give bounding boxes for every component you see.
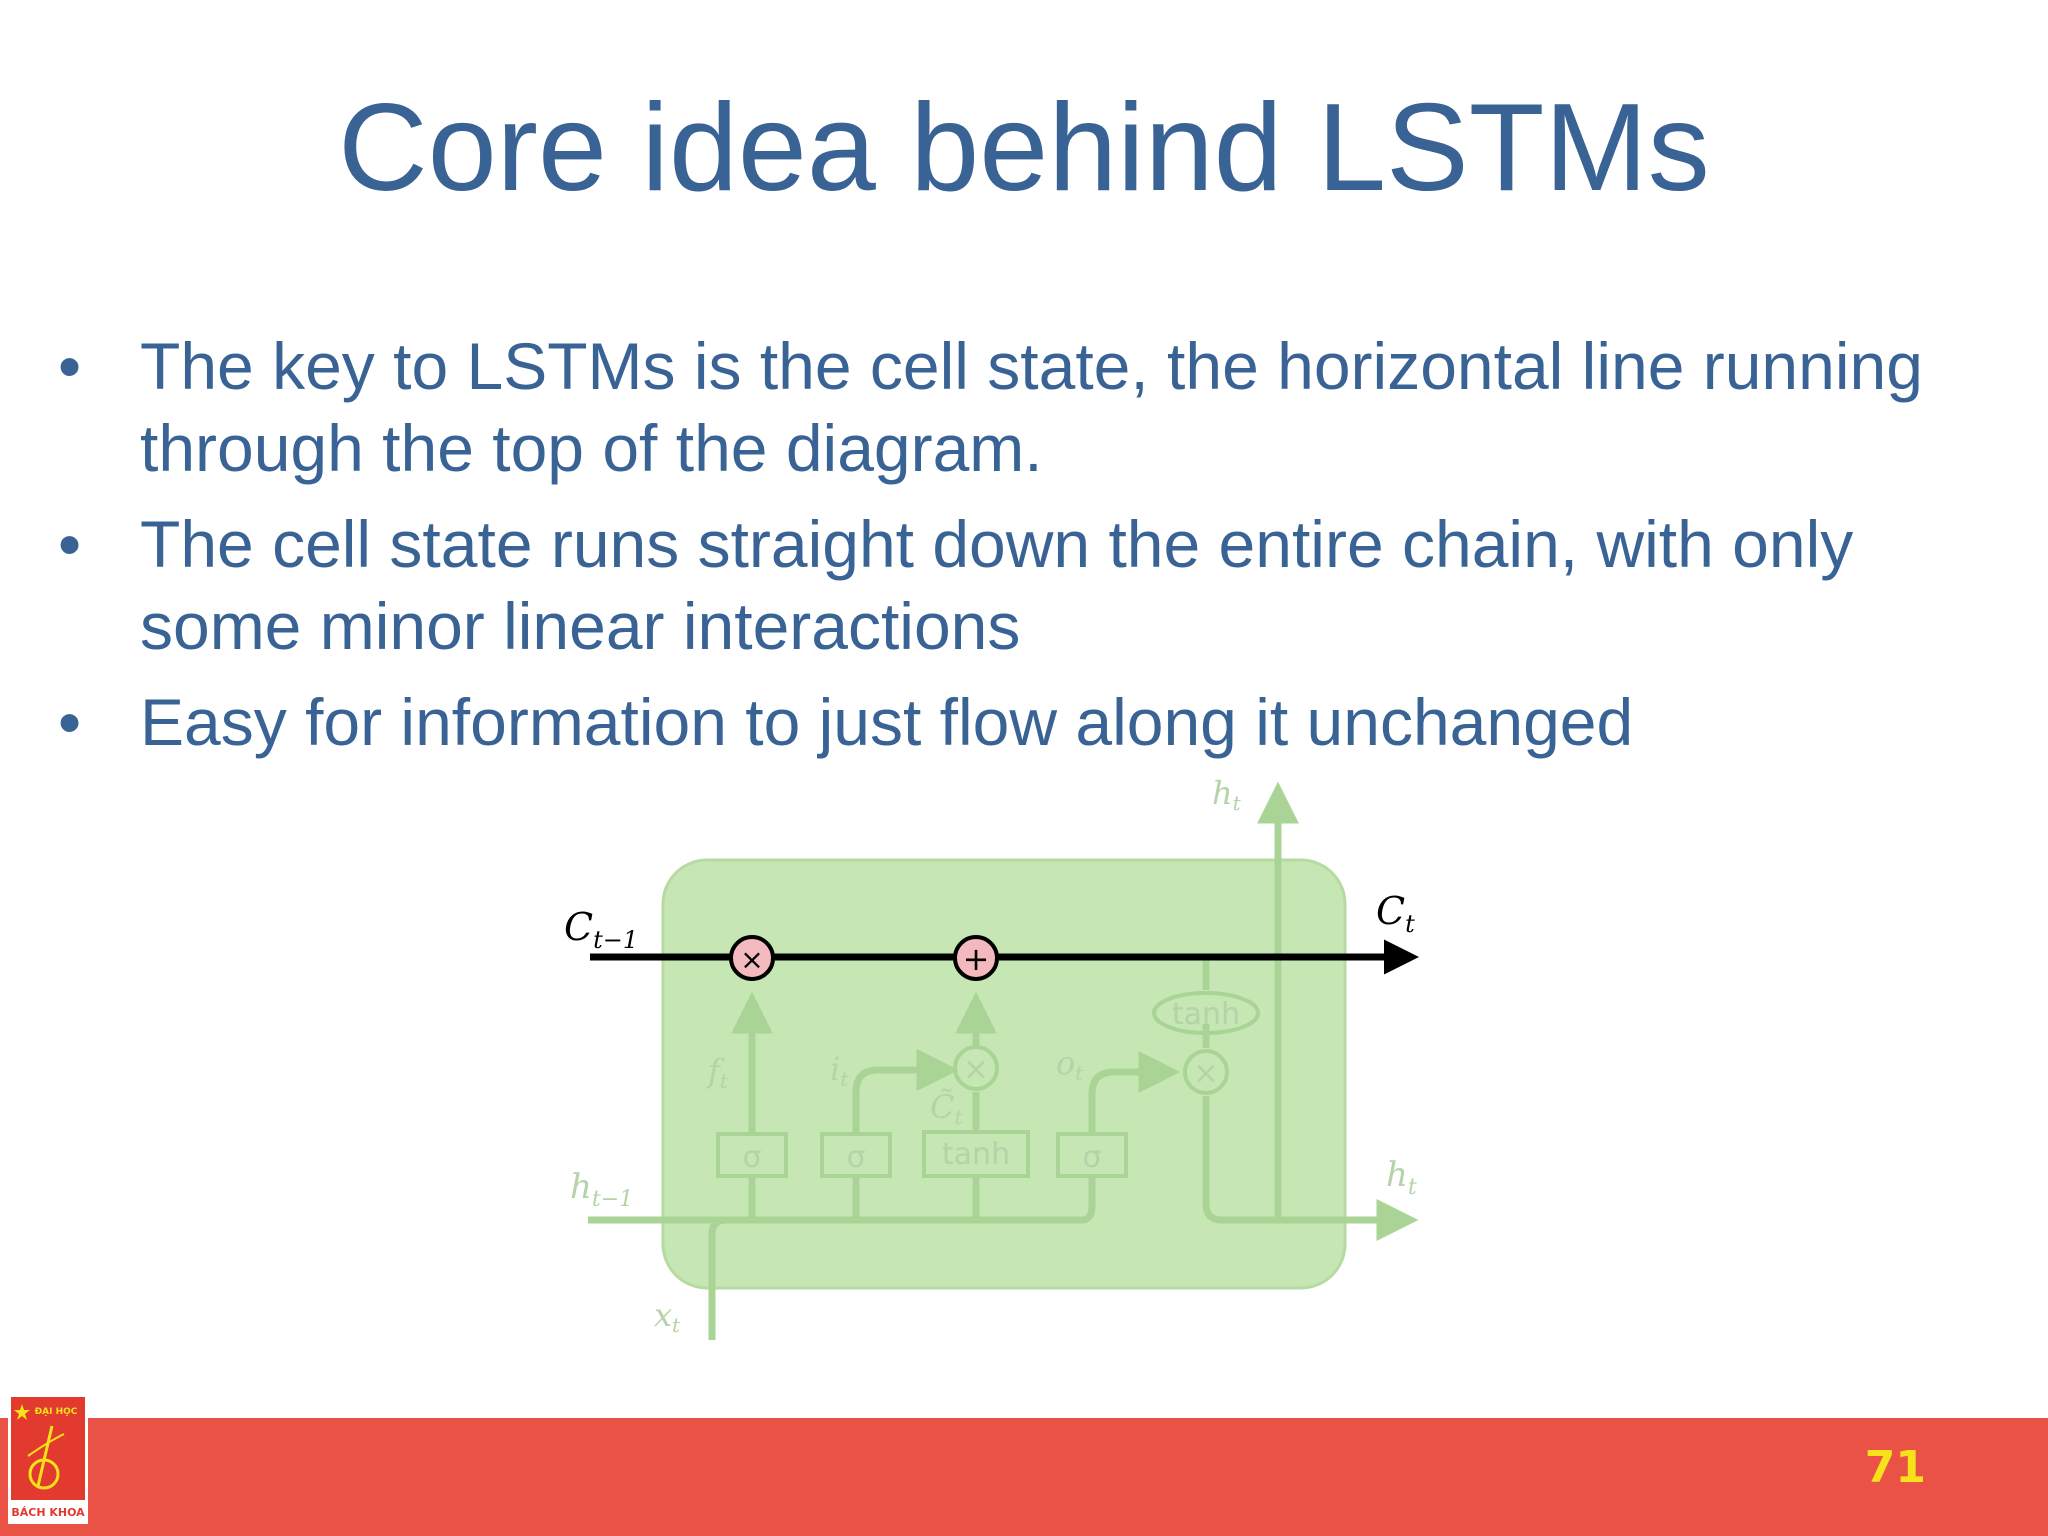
bullet-list: • The key to LSTMs is the cell state, th… xyxy=(58,325,2018,777)
bullet-item: • The cell state runs straight down the … xyxy=(58,503,2018,667)
tanh-label: tanh xyxy=(1172,997,1240,1032)
input-gate-box xyxy=(820,1132,892,1178)
add-node: + xyxy=(953,935,999,981)
multiply-symbol: × xyxy=(1193,1056,1218,1091)
tanh-output-node xyxy=(1152,991,1260,1035)
h-prev-label: ht−1 xyxy=(570,1167,633,1212)
multiply-symbol: × xyxy=(963,1052,988,1087)
lstm-cell-diagram: σ σ tanh σ tanh × × ft it ot C̃t ht−1 ht… xyxy=(564,774,1419,1340)
o-gate-label: ot xyxy=(1056,1044,1084,1085)
svg-text:+: + xyxy=(963,940,990,978)
output-gate-box xyxy=(1056,1132,1128,1178)
svg-text:×: × xyxy=(740,943,763,976)
bullet-text: The key to LSTMs is the cell state, the … xyxy=(140,329,1923,485)
bullet-dot: • xyxy=(58,507,82,581)
bullet-item: • The key to LSTMs is the cell state, th… xyxy=(58,325,2018,489)
bullet-item: • Easy for information to just flow alon… xyxy=(58,681,2018,763)
footer-bar xyxy=(0,1418,2048,1536)
bullet-text: Easy for information to just flow along … xyxy=(140,685,1634,759)
c-next-label: Ct xyxy=(1376,889,1415,938)
output-multiply-node xyxy=(1183,1049,1229,1095)
i-gate-label: it xyxy=(830,1050,849,1091)
bullet-dot: • xyxy=(58,329,82,403)
bullet-dot: • xyxy=(58,685,82,759)
tanh-candidate-box xyxy=(922,1130,1030,1178)
sigma-label: σ xyxy=(846,1140,865,1175)
forget-multiply-node: × xyxy=(729,935,775,981)
h-out-right-label: ht xyxy=(1386,1155,1417,1200)
forget-gate-box xyxy=(716,1132,788,1178)
c-prev-label: Ct−1 xyxy=(564,905,638,954)
c-tilde-label: C̃t xyxy=(930,1088,963,1129)
sigma-label: σ xyxy=(1082,1140,1101,1175)
svg-text:ĐẠI HỌC: ĐẠI HỌC xyxy=(35,1407,78,1417)
cell-body xyxy=(661,858,1347,1290)
svg-text:BÁCH KHOA: BÁCH KHOA xyxy=(11,1506,85,1519)
tanh-label: tanh xyxy=(942,1137,1010,1172)
h-out-top-label: ht xyxy=(1212,774,1242,815)
faded-gate-lines xyxy=(588,781,1419,1340)
sigma-label: σ xyxy=(742,1140,761,1175)
university-logo: ĐẠI HỌC BÁCH KHOA xyxy=(8,1394,88,1524)
page-number: 71 xyxy=(1864,1442,1926,1493)
x-in-label: xt xyxy=(654,1296,681,1337)
input-multiply-node xyxy=(953,1045,999,1091)
bullet-text: The cell state runs straight down the en… xyxy=(140,507,1854,663)
gate-boxes xyxy=(716,991,1260,1178)
slide-title: Core idea behind LSTMs xyxy=(338,79,1710,217)
